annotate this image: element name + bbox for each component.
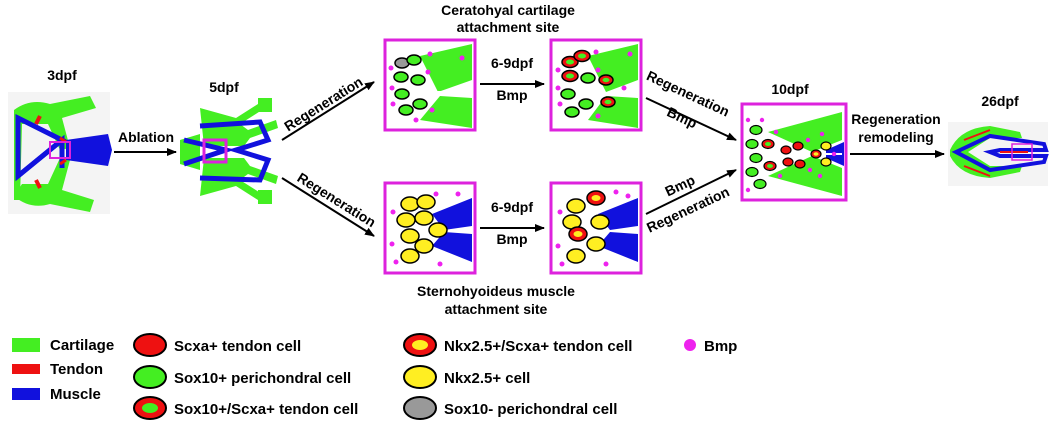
legend-icon-bmp [684, 339, 696, 351]
arrow-label-ablation: Ablation [118, 129, 174, 145]
arrow-join-bottom [645, 169, 737, 215]
arrow-label-join-bottom-bmp: Bmp [662, 172, 697, 200]
legend-label-cartilage: Cartilage [50, 337, 114, 354]
legend-label-nkx: Nkx2.5+ cell [444, 370, 530, 387]
legend-label-nkx-scxa: Nkx2.5+/Scxa+ tendon cell [444, 338, 632, 355]
legend-label-scxa: Scxa+ tendon cell [174, 338, 301, 355]
legend-icon-nkx [403, 365, 437, 389]
legend-icon-sox10-scxa-core [142, 403, 158, 413]
arrow-label-regen-top: Regeneration [281, 73, 365, 134]
legend-swatch-cartilage [12, 338, 40, 352]
legend-label-sox10: Sox10+ perichondral cell [174, 370, 351, 387]
larva-3dpf [8, 92, 112, 214]
legend: Cartilage Tendon Muscle Scxa+ tendon cel… [12, 333, 737, 420]
panel-cartilage-late [549, 38, 643, 132]
arrow-label-join-top-bmp: Bmp [665, 104, 700, 132]
arrow-label-mid-top-days: 6-9dpf [491, 55, 533, 71]
legend-icon-sox10 [133, 365, 167, 389]
panel-10dpf [740, 102, 848, 202]
legend-label-sox10-neg: Sox10- perichondral cell [444, 401, 617, 418]
stage-label-26dpf: 26dpf [981, 93, 1019, 109]
legend-label-sox10-scxa: Sox10+/Scxa+ tendon cell [174, 401, 358, 418]
legend-icon-scxa [133, 333, 167, 357]
legend-label-bmp: Bmp [704, 338, 737, 355]
panel-muscle-late [549, 181, 643, 275]
arrow-label-mid-bottom-days: 6-9dpf [491, 199, 533, 215]
stage-label-3dpf: 3dpf [47, 67, 77, 83]
larva-5dpf [180, 98, 278, 204]
legend-icon-nkx-scxa-core [412, 340, 428, 350]
arrow-join-top [645, 97, 737, 141]
panel-cartilage-early [383, 38, 477, 132]
arrow-label-final-line1: Regeneration [851, 111, 940, 127]
top-title-line2: attachment site [457, 19, 560, 35]
legend-swatch-muscle [12, 388, 40, 400]
top-title-line1: Ceratohyal cartilage [441, 2, 575, 18]
stage-label-10dpf: 10dpf [771, 81, 809, 97]
arrow-label-regen-bottom: Regeneration [294, 169, 378, 230]
stage-label-5dpf: 5dpf [209, 79, 239, 95]
arrow-label-final-line2: remodeling [858, 129, 933, 145]
panel-muscle-early [383, 181, 477, 275]
legend-label-muscle: Muscle [50, 386, 101, 403]
arrow-regen-top [281, 81, 375, 141]
arrow-regen-bottom [281, 177, 375, 237]
legend-swatch-tendon [12, 364, 40, 374]
legend-label-tendon: Tendon [50, 361, 103, 378]
legend-icon-sox10-neg [403, 396, 437, 420]
bottom-title-line1: Sternohyoideus muscle [417, 283, 575, 299]
arrow-label-mid-bottom-bmp: Bmp [496, 231, 527, 247]
larva-26dpf [948, 122, 1049, 186]
bottom-title-line2: attachment site [445, 301, 548, 317]
arrow-label-mid-top-bmp: Bmp [496, 87, 527, 103]
